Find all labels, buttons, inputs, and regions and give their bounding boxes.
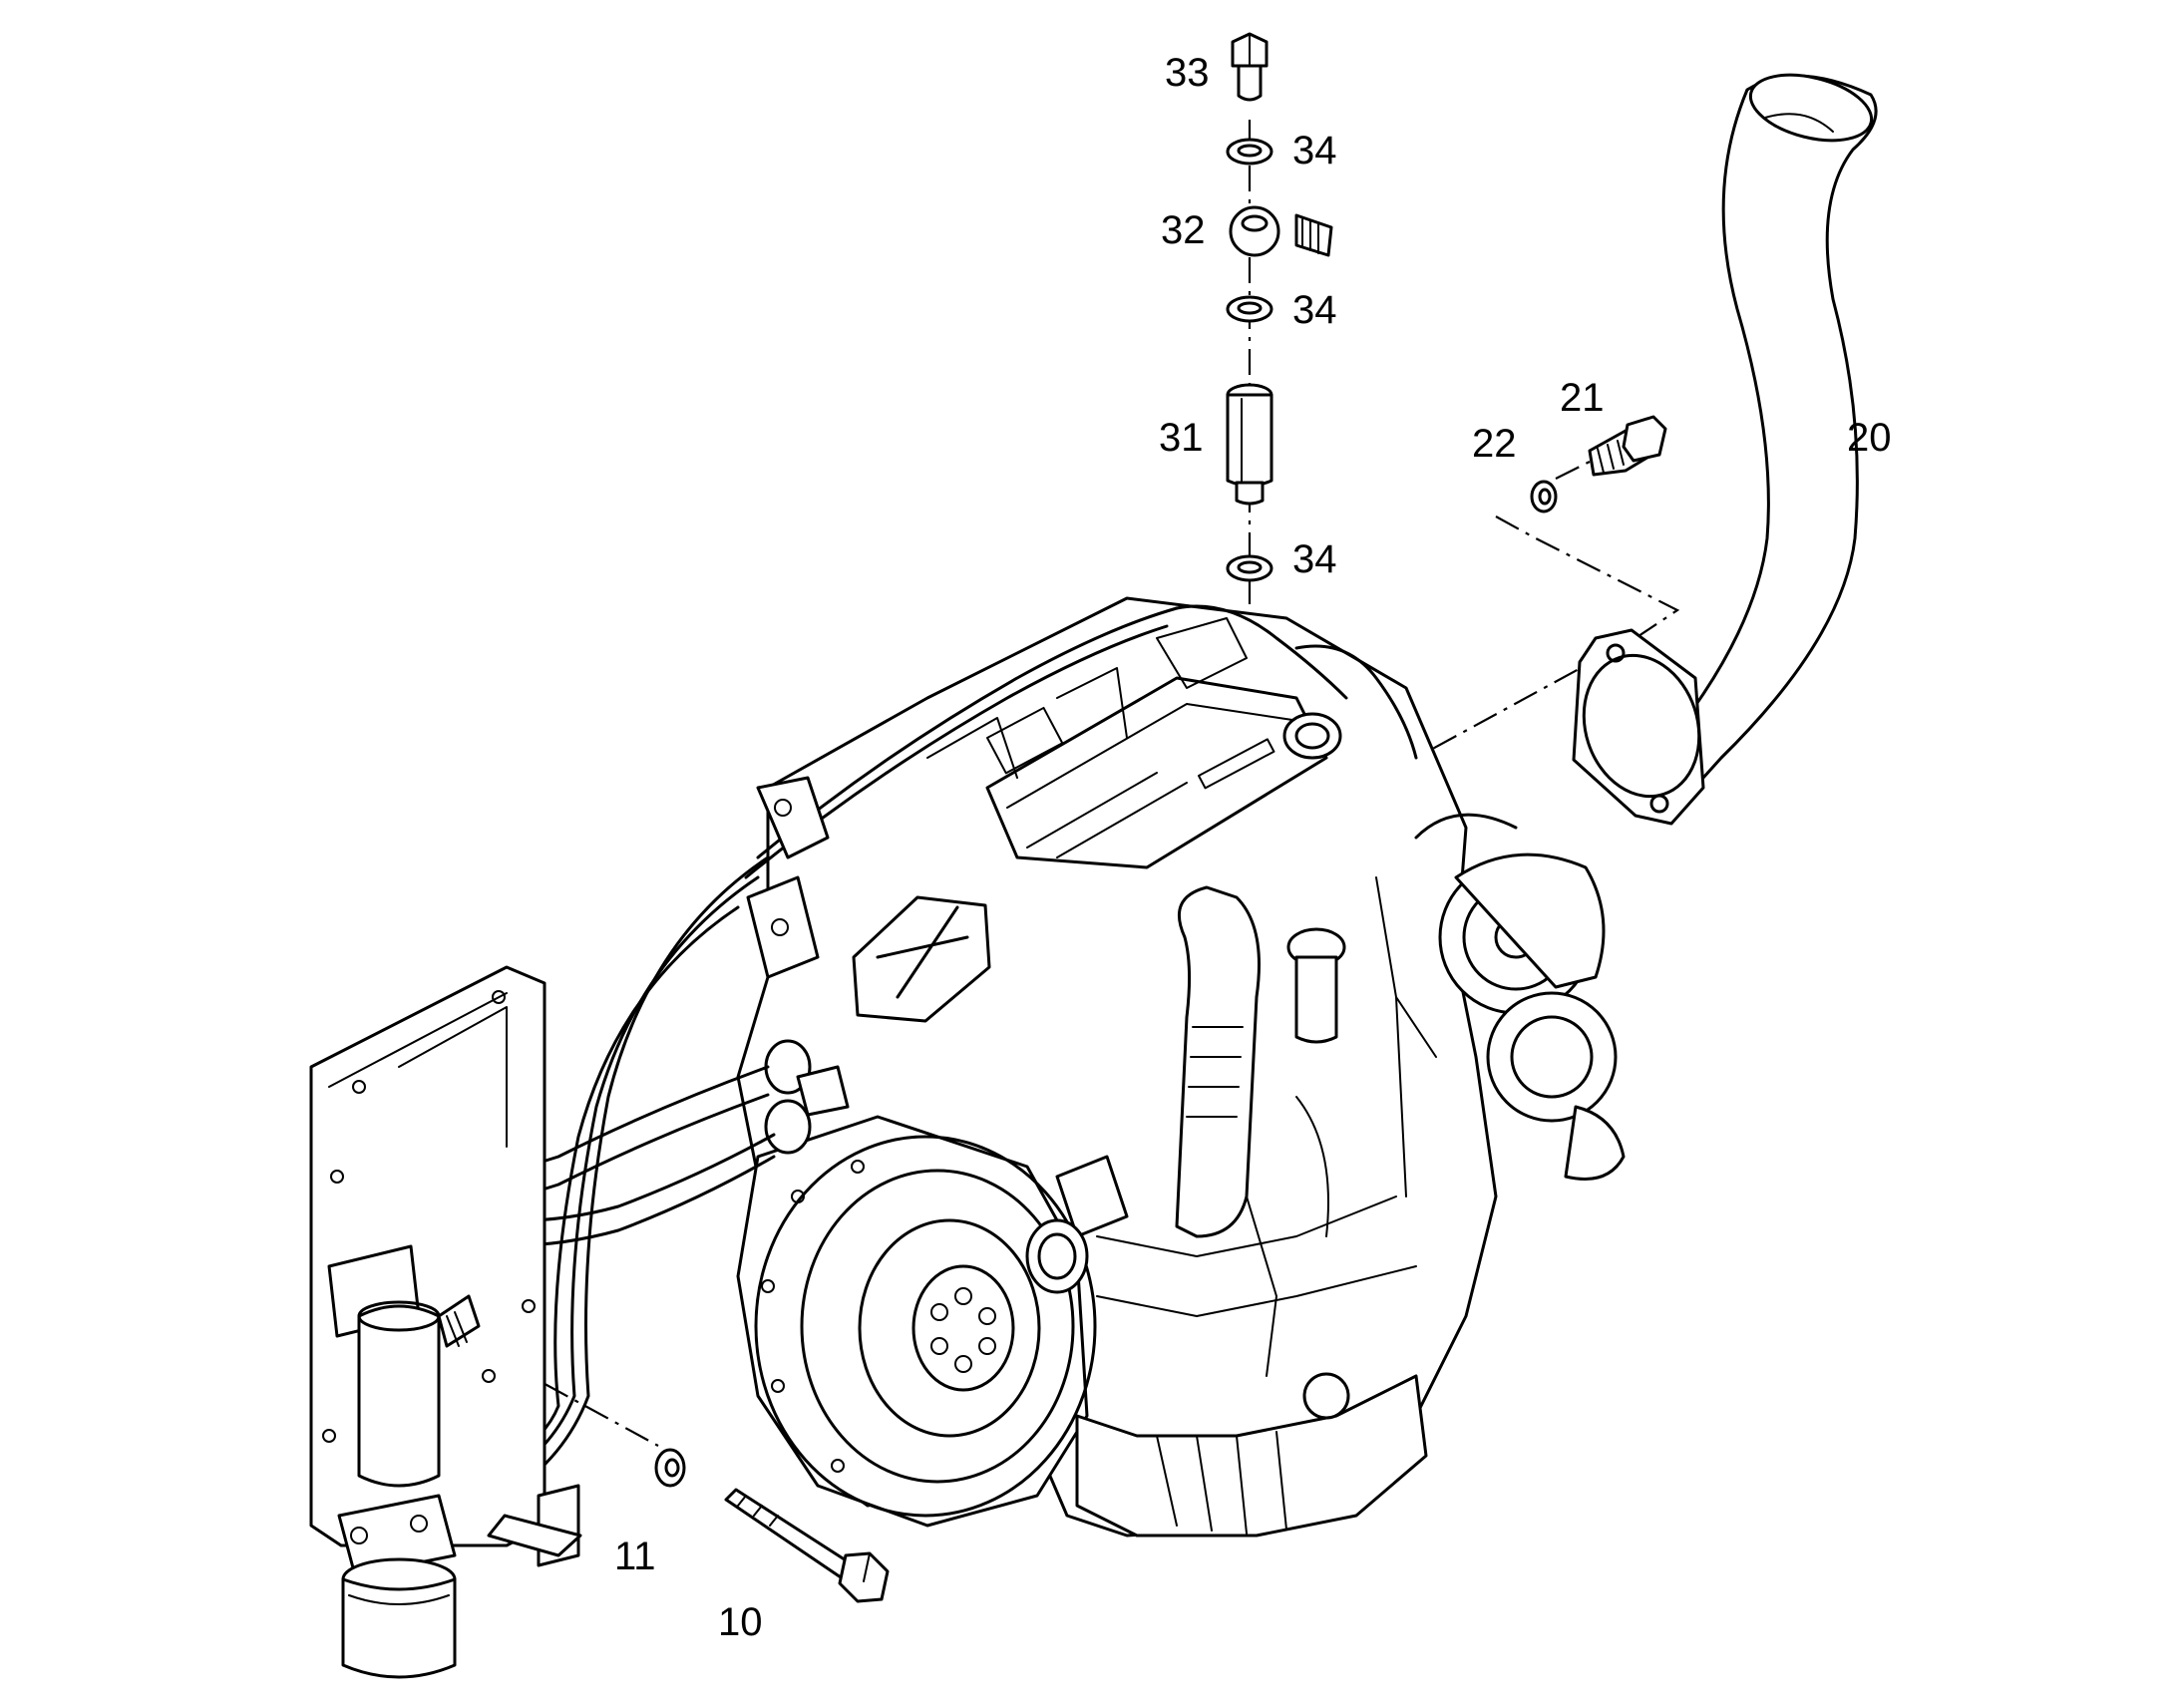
callout-34-bottom: 34: [1292, 537, 1337, 581]
part-32-banjo-fitting: [1229, 205, 1333, 257]
part-33-banjo-bolt: [1231, 32, 1269, 102]
part-10-hex-bolt: [724, 1488, 890, 1603]
callout-31: 31: [1159, 416, 1204, 460]
callout-labels: 33 34 32 34 31 34 21 22 20 11 10: [614, 51, 1892, 1644]
callout-20: 20: [1847, 416, 1892, 460]
callout-34-middle: 34: [1292, 288, 1337, 332]
part-31-adapter: [1226, 383, 1273, 506]
part-34-seal-washer-bottom: [1226, 554, 1273, 582]
part-21-bolt: [1588, 415, 1667, 477]
callout-34-top: 34: [1292, 129, 1337, 172]
part-11-washer: [654, 1448, 686, 1488]
oil-filter-head: [327, 1244, 481, 1488]
callout-11: 11: [614, 1535, 656, 1578]
callout-21: 21: [1560, 376, 1605, 420]
part-22-washer: [1530, 480, 1558, 513]
part-20-exhaust-pipe: [1572, 73, 1878, 826]
part-34-seal-washer-middle: [1226, 295, 1273, 323]
oil-filter-canister: [337, 1494, 457, 1679]
callout-10: 10: [718, 1600, 763, 1644]
callout-22: 22: [1472, 422, 1517, 466]
part-34-seal-washer-top: [1226, 138, 1273, 166]
callout-33: 33: [1165, 51, 1210, 95]
engine-assembly: [736, 596, 1626, 1537]
callout-32: 32: [1161, 208, 1206, 252]
